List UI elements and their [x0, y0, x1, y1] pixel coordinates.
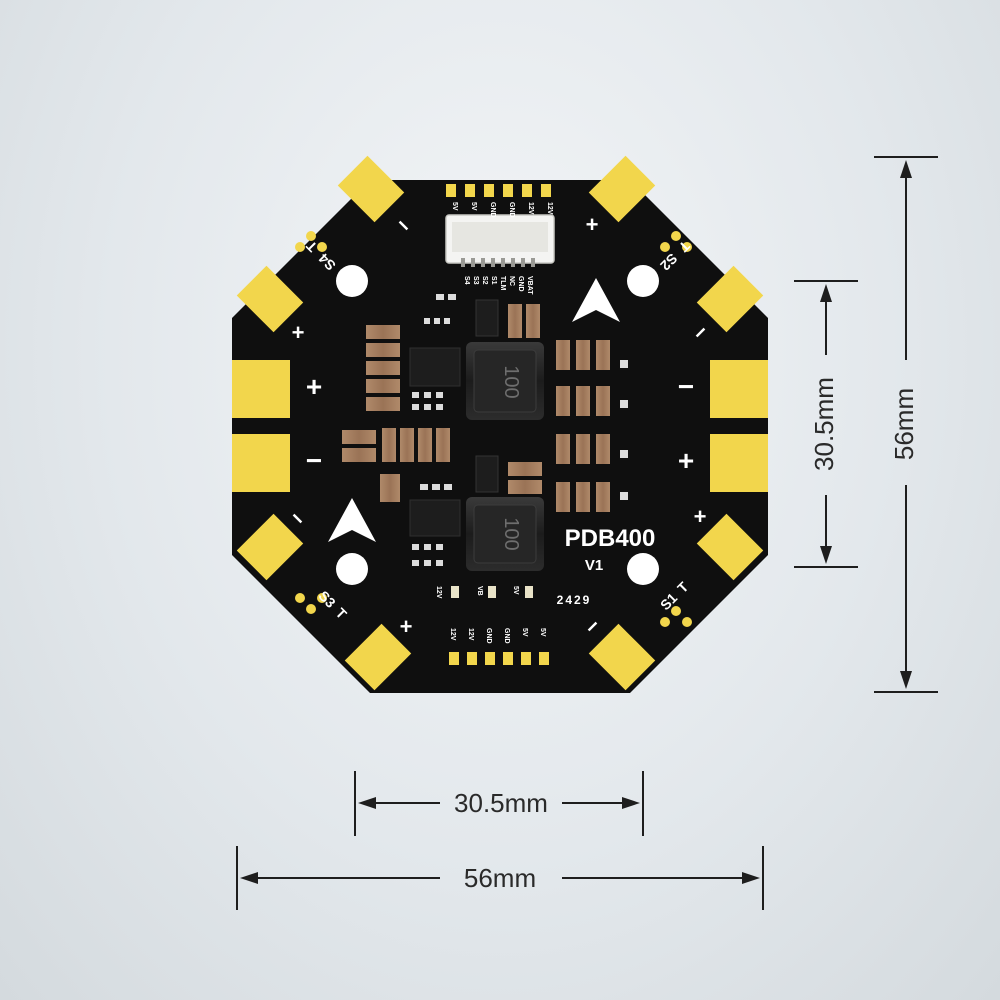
small-passives — [412, 294, 628, 566]
connector-pin-label: S1 — [490, 276, 497, 285]
led-label-vb: VB — [476, 586, 483, 596]
bottom-pin-label: 12V — [467, 628, 474, 641]
bottom-header-pads — [449, 652, 549, 665]
led-labels: 12V VB 5V — [435, 586, 519, 599]
bottom-pin-label: GND — [485, 628, 492, 644]
capacitors — [342, 304, 610, 512]
plus-symbol: + — [292, 320, 305, 345]
dimension-board-height: 56mm — [874, 156, 938, 693]
bottom-pin-label: 5V — [521, 628, 528, 637]
regulator-ics — [409, 299, 499, 537]
bottom-pin-label: 12V — [449, 628, 456, 641]
board-model-label: PDB400 — [565, 525, 656, 552]
top-pin-label: 12V — [546, 202, 553, 215]
motor-pads — [236, 155, 764, 691]
status-leds — [451, 586, 533, 598]
plus-symbol: + — [306, 371, 322, 402]
minus-symbol: − — [678, 371, 694, 402]
plus-symbol: + — [400, 614, 413, 639]
dimension-annotations: 56mm 30.5mm 30.5mm — [236, 156, 938, 910]
connector-labels: S4 S3 S2 S1 TLM NC GND VBAT — [463, 276, 533, 295]
jst-connector — [445, 214, 555, 267]
plus-symbol: + — [586, 212, 599, 237]
dimension-mount-height: 30.5mm — [794, 280, 858, 568]
plus-symbol: + — [694, 504, 707, 529]
top-header-pads — [446, 184, 551, 197]
top-pin-label: 12V — [527, 202, 534, 215]
bottom-header-labels: 12V 12V GND GND 5V 5V — [449, 628, 546, 644]
board-width-label: 56mm — [464, 863, 536, 893]
led-label-5v: 5V — [512, 586, 519, 595]
mount-height-label: 30.5mm — [809, 377, 839, 471]
inductor-top: 100 — [466, 342, 544, 420]
minus-symbol: − — [306, 445, 322, 476]
dimension-board-width: 56mm — [236, 846, 764, 910]
top-pin-label: 5V — [451, 202, 458, 211]
top-header-labels: 5V 5V GND GND 12V 12V — [451, 202, 553, 218]
battery-pads — [232, 360, 768, 492]
led-label-12v: 12V — [435, 586, 442, 599]
connector-pin-label: S2 — [481, 276, 488, 285]
connector-pin-label: S4 — [463, 276, 470, 285]
mounting-holes — [336, 265, 659, 585]
inductor-top-marking: 100 — [500, 365, 522, 398]
connector-pin-label: VBAT — [526, 276, 533, 295]
inductor-bottom: 100 — [466, 497, 544, 571]
signal-pads — [295, 231, 692, 627]
top-pin-label: GND — [489, 202, 496, 218]
bottom-pin-label: GND — [503, 628, 510, 644]
connector-pin-label: S3 — [472, 276, 479, 285]
connector-pin-label: NC — [508, 276, 515, 286]
forward-arrow-icon-lower — [328, 498, 376, 542]
connector-pin-label: GND — [517, 276, 524, 292]
inductor-bottom-marking: 100 — [500, 517, 522, 550]
top-pin-label: GND — [508, 202, 515, 218]
connector-pin-label: TLM — [499, 276, 506, 291]
plus-symbol: + — [678, 445, 694, 476]
board-height-label: 56mm — [889, 388, 919, 460]
date-code-label: 2429 — [557, 593, 592, 607]
mount-width-label: 30.5mm — [454, 788, 548, 818]
board-version-label: V1 — [585, 557, 603, 574]
forward-arrow-icon — [572, 278, 620, 322]
dimension-mount-width: 30.5mm — [354, 771, 644, 836]
bottom-pin-label: 5V — [539, 628, 546, 637]
top-pin-label: 5V — [470, 202, 477, 211]
pcb-board: 100 100 — [232, 155, 768, 693]
